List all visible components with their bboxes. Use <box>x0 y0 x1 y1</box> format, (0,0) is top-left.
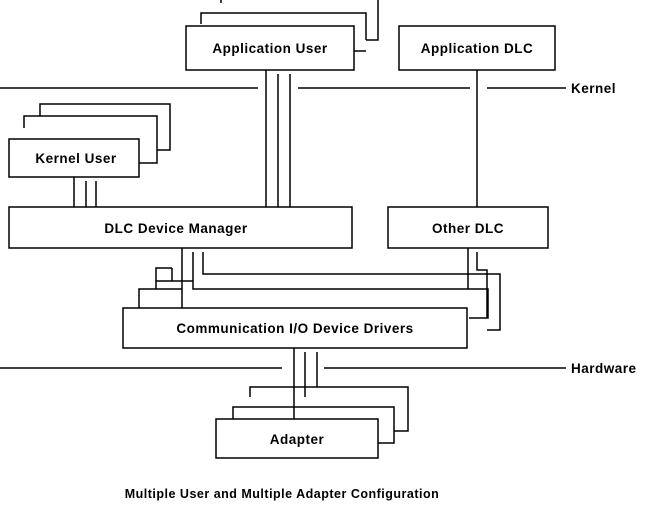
kernel-user-box <box>8 138 140 178</box>
kernel-label: Kernel <box>571 81 616 96</box>
comm-io-drivers-label: Communication I/O Device Drivers <box>176 321 413 336</box>
kernel-boundary: Kernel <box>0 81 616 96</box>
comm-io-drivers-box <box>122 307 468 349</box>
application-user-connectors <box>265 70 291 207</box>
diagram-caption: Multiple User and Multiple Adapter Confi… <box>125 487 440 501</box>
application-user-box <box>185 25 355 71</box>
kernel-user-stack: Kernel User <box>8 103 171 178</box>
adapter-label: Adapter <box>270 432 325 447</box>
adapter-box <box>215 418 379 459</box>
application-dlc-label: Application DLC <box>421 41 534 56</box>
adapter-stack: Adapter <box>215 386 409 459</box>
comm-io-drivers-stack: Communication I/O Device Drivers <box>122 280 468 349</box>
application-user-stack: Application User <box>185 0 379 71</box>
other-dlc-driver-connectors <box>467 248 488 318</box>
kernel-user-label: Kernel User <box>35 151 117 166</box>
driver-adapter-connectors <box>293 348 318 419</box>
kernel-user-connectors <box>73 177 97 207</box>
dlc-device-manager-label: DLC Device Manager <box>104 221 248 236</box>
application-user-label: Application User <box>212 41 328 56</box>
dlc-device-manager-box <box>8 206 353 249</box>
dlc-device-manager-group: DLC Device Manager <box>8 206 353 249</box>
application-dlc-group: Application DLC <box>398 25 556 71</box>
hardware-label: Hardware <box>571 361 637 376</box>
hardware-boundary: Hardware <box>0 361 637 376</box>
other-dlc-label: Other DLC <box>432 221 504 236</box>
dlc-manager-driver-connectors <box>155 248 501 331</box>
other-dlc-group: Other DLC <box>387 206 549 249</box>
